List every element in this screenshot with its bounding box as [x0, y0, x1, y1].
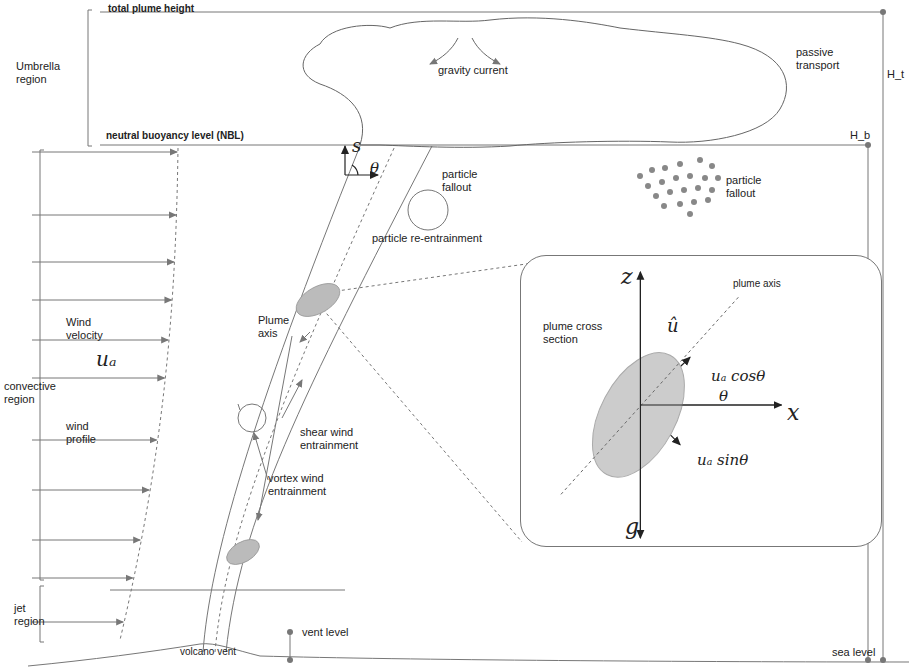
node-text: gravity current: [438, 64, 508, 77]
label: θ: [370, 160, 379, 177]
label: H_b: [850, 129, 870, 142]
label: uₐ: [96, 348, 116, 371]
label: total plume height: [108, 3, 194, 15]
label: jet region: [14, 602, 54, 627]
label: shear wind entrainment: [300, 426, 372, 451]
label: Wind velocity: [66, 316, 116, 341]
label: wind profile: [66, 420, 116, 445]
umbrella-cloud: gravity current: [290, 14, 792, 152]
label: particle re-entrainment: [372, 232, 482, 245]
label: vent level: [302, 626, 348, 639]
label: convective region: [4, 380, 66, 405]
label: H_t: [887, 68, 904, 81]
label: s: [352, 136, 361, 157]
inset-figure: [521, 256, 881, 546]
label: passive transport: [796, 46, 862, 71]
label: Umbrella region: [16, 60, 78, 85]
node-text: x: [787, 400, 799, 425]
label: Plume axis: [258, 314, 302, 339]
inset-panel: z plume axis plume cross section û uₐ cosθ θ x…: [520, 255, 882, 547]
label: vortex wind entrainment: [268, 472, 348, 497]
node-text: θ: [719, 388, 728, 405]
label: volcano vent: [178, 646, 238, 658]
node-text: uₐ sinθ: [697, 452, 748, 469]
node-text: z: [621, 264, 633, 289]
node-text: plume cross section: [543, 320, 603, 345]
label: sea level: [832, 646, 875, 659]
node-text: g: [625, 514, 639, 539]
cloud-outline: [290, 14, 792, 152]
label: particle fallout: [726, 174, 778, 199]
label: neutral buoyancy level (NBL): [106, 130, 244, 142]
node-text: uₐ cosθ: [711, 368, 765, 385]
node-text: û: [667, 316, 679, 337]
label: particle fallout: [442, 168, 494, 193]
node-text: plume axis: [733, 278, 781, 290]
